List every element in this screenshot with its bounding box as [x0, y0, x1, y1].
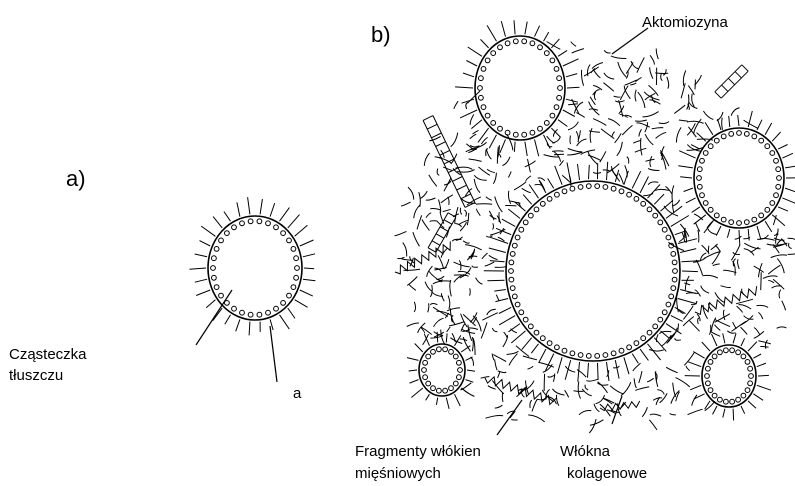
fat-droplet-b-small-left [407, 332, 475, 409]
protein-fiber-network [395, 42, 795, 434]
fat-droplet-b-right [678, 111, 795, 245]
leader-actomyosin [612, 28, 648, 54]
muscle-fragments-label-line2: mięśniowych [355, 465, 441, 482]
fat-particle-label-line2: tłuszczu [9, 367, 63, 384]
small-a-label: a [293, 385, 301, 402]
fat-particle-label-line1: Cząsteczka [9, 346, 87, 363]
fat-droplet-b-large [484, 162, 700, 382]
collagen-label-line2: kolagenowe [567, 465, 647, 482]
fat-droplets [190, 20, 795, 420]
muscle-fragment-zigzag-2 [485, 377, 556, 405]
leader-collagen [612, 396, 622, 424]
leader-muscle-fragments [497, 400, 522, 435]
muscle-fragment-ladder-3 [715, 65, 748, 98]
leader-lines [196, 28, 648, 435]
fat-droplet-a [190, 197, 316, 335]
panel-a-label: a) [66, 166, 86, 191]
panel-b-label: b) [371, 22, 391, 47]
fat-droplet-b-small-right [685, 333, 771, 420]
leader-fat-particle [196, 290, 232, 345]
collagen-label-line1: Włókna [560, 443, 610, 460]
muscle-fragments-label-line1: Fragmenty włókien [355, 443, 481, 460]
leader-small-a [270, 326, 277, 382]
actomyosin-label: Aktomiozyna [642, 14, 728, 31]
